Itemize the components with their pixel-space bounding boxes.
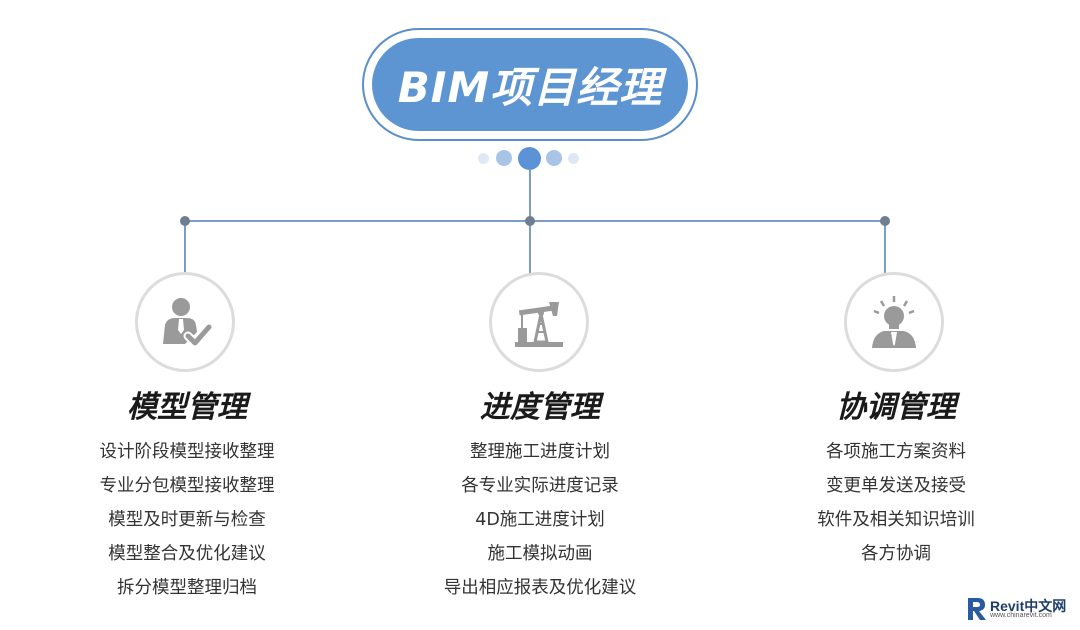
connector-drop-left	[184, 221, 186, 275]
dot-3	[518, 147, 541, 170]
list-item: 模型整合及优化建议	[108, 544, 266, 564]
list-item: 各项施工方案资料	[826, 442, 966, 462]
list-item: 各专业实际进度记录	[461, 476, 619, 496]
column-title-coordination: 协调管理	[836, 390, 956, 425]
dot-4	[546, 150, 562, 166]
list-item: 各方协调	[861, 544, 931, 564]
watermark: Revit中文网 www.chinarevit.com	[966, 594, 1076, 624]
dot-5	[568, 153, 579, 164]
title-pill-fill: BIM项目经理	[372, 38, 688, 131]
lightbulb-person-icon	[844, 272, 944, 372]
list-item: 拆分模型整理归档	[117, 578, 257, 598]
diagram-title: BIM项目经理	[397, 63, 663, 112]
dot-1	[478, 153, 489, 164]
column-title-model: 模型管理	[127, 390, 247, 425]
list-item: 导出相应报表及优化建议	[443, 578, 637, 598]
list-item: 专业分包模型接收整理	[99, 476, 275, 496]
watermark-url: www.chinarevit.com	[990, 612, 1052, 619]
connector-stem	[529, 170, 531, 222]
oil-pump-icon	[489, 272, 589, 372]
connector-drop-right	[884, 221, 886, 275]
column-title-schedule: 进度管理	[480, 390, 600, 425]
list-item: 软件及相关知识培训	[817, 510, 975, 530]
list-item: 整理施工进度计划	[470, 442, 610, 462]
revit-logo-icon	[968, 598, 986, 620]
manager-check-icon	[135, 272, 235, 372]
list-item: 变更单发送及接受	[826, 476, 966, 496]
watermark-brand: Revit中文网	[990, 598, 1067, 614]
connector-node-right	[880, 216, 890, 226]
list-item: 模型及时更新与检查	[108, 510, 266, 530]
connector-horizontal	[186, 220, 886, 222]
column-list-coordination: 各项施工方案资料 变更单发送及接受 软件及相关知识培训 各方协调	[746, 435, 1046, 571]
title-pill: BIM项目经理	[362, 28, 698, 141]
dot-2	[496, 150, 512, 166]
list-item: 施工模拟动画	[487, 544, 593, 564]
connector-node-left	[180, 216, 190, 226]
column-list-model: 设计阶段模型接收整理 专业分包模型接收整理 模型及时更新与检查 模型整合及优化建…	[37, 435, 337, 605]
list-item: 设计阶段模型接收整理	[99, 442, 275, 462]
connector-drop-center	[529, 221, 531, 275]
column-list-schedule: 整理施工进度计划 各专业实际进度记录 4D施工进度计划 施工模拟动画 导出相应报…	[390, 435, 690, 605]
list-item: 4D施工进度计划	[475, 510, 605, 530]
connector-node-center	[525, 216, 535, 226]
